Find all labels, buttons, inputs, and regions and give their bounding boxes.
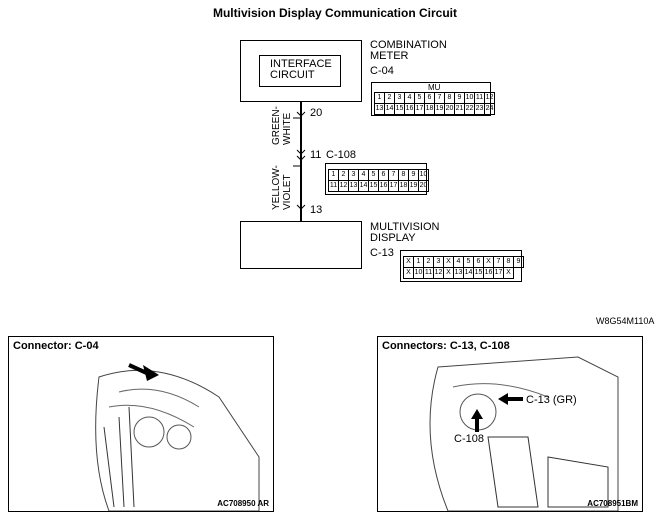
connector-c04-marker: MU — [428, 83, 441, 92]
connector-pin-cell: 9 — [513, 256, 524, 268]
pin-20-label: 20 — [310, 107, 323, 119]
page-title: Multivision Display Communication Circui… — [212, 6, 458, 20]
callout-c108: C-108 — [454, 433, 484, 445]
console-illustration-right — [429, 356, 619, 511]
combination-meter-connector: C-04 — [370, 65, 394, 77]
photo-right-title: Connectors: C-13, C-108 — [382, 340, 510, 352]
multivision-display-connector: C-13 — [370, 247, 394, 259]
combination-meter-label: COMBINATION METER — [370, 39, 447, 62]
multivision-display-box — [240, 221, 362, 269]
photo-panel-left: Connector: C-04 AC708950 AR — [8, 336, 274, 512]
junction-connector-label: C-108 — [326, 149, 356, 161]
wire-yellow-violet-label: YELLOW- VIOLET — [271, 165, 293, 210]
interface-circuit-label: INTERFACE CIRCUIT — [270, 58, 332, 81]
photo-right-code: AC708951BM — [587, 499, 638, 508]
connector-pin-cell: 20 — [418, 180, 429, 192]
diagram-code: W8G54M110A — [596, 316, 655, 326]
pin-11-label: 11 — [310, 149, 322, 161]
wire-green-white-label: GREEN- WHITE — [271, 106, 293, 145]
photo-left-title: Connector: C-04 — [13, 340, 99, 352]
interface-circuit-box — [259, 55, 341, 87]
photo-left-code: AC708950 AR — [217, 499, 269, 508]
photo-panel-right: Connectors: C-13, C-108 C-13 (GR) C-108 … — [377, 336, 643, 512]
pin-13-label: 13 — [310, 204, 323, 216]
dashboard-illustration-left — [95, 363, 260, 511]
multivision-display-label: MULTIVISION DISPLAY — [370, 221, 440, 244]
connector-pin-cell: 24 — [484, 103, 495, 115]
callout-c13: C-13 (GR) — [526, 394, 577, 406]
connector-pin-cell: X — [503, 267, 514, 279]
